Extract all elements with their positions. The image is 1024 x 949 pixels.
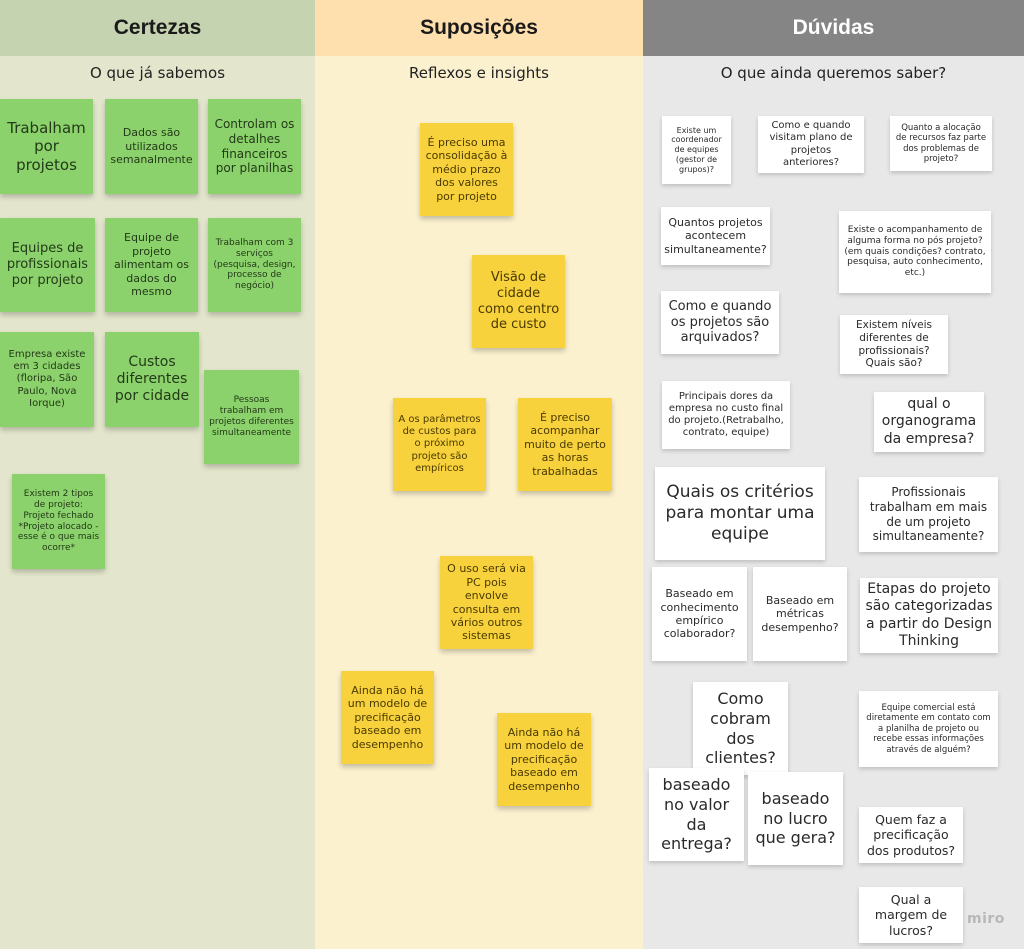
sticky-note[interactable]: Custos diferentes por cidade [105, 332, 199, 427]
sticky-note[interactable]: Controlam os detalhes financeiros por pl… [208, 99, 301, 194]
sticky-note[interactable]: Principais dores da empresa no custo fin… [662, 381, 790, 449]
sticky-note[interactable]: baseado no valor da entrega? [649, 768, 744, 861]
sticky-note[interactable]: Existem 2 tipos de projeto: Projeto fech… [12, 474, 105, 569]
column-title-certezas: Certezas [0, 0, 315, 56]
sticky-note[interactable]: Visão de cidade como centro de custo [472, 255, 565, 348]
sticky-note[interactable]: Existe um coordenador de equipes (gestor… [662, 116, 731, 184]
sticky-note[interactable]: baseado no lucro que gera? [748, 772, 843, 865]
sticky-note[interactable]: Profissionais trabalham em mais de um pr… [859, 477, 998, 552]
column-title-duvidas: Dúvidas [643, 0, 1024, 56]
sticky-note[interactable]: Existem níveis diferentes de profissiona… [840, 315, 948, 374]
column-subtitle-suposicoes: Reflexos e insights [409, 64, 549, 82]
sticky-note[interactable]: Equipe comercial está diretamente em con… [859, 691, 998, 767]
column-title-suposicoes: Suposições [315, 0, 643, 56]
sticky-note[interactable]: Como cobram dos clientes? [693, 682, 788, 775]
sticky-note[interactable]: Quantos projetos acontecem simultaneamen… [661, 207, 770, 265]
sticky-note[interactable]: Trabalham por projetos [0, 99, 93, 194]
sticky-note[interactable]: Quem faz a precificação dos produtos? [859, 807, 963, 863]
sticky-note[interactable]: Quais os critérios para montar uma equip… [655, 467, 825, 560]
sticky-note[interactable]: Empresa existe em 3 cidades (floripa, Sã… [0, 332, 94, 427]
sticky-note[interactable]: Como e quando visitam plano de projetos … [758, 116, 864, 173]
sticky-note[interactable]: Pessoas trabalham em projetos diferentes… [204, 370, 299, 464]
sticky-note[interactable]: Equipes de profissionais por projeto [0, 218, 95, 312]
sticky-note[interactable]: Qual a margem de lucros? [859, 887, 963, 943]
sticky-note[interactable]: Ainda não há um modelo de precificação b… [341, 671, 434, 764]
sticky-note[interactable]: A os parâmetros de custos para o próximo… [393, 398, 486, 491]
sticky-note[interactable]: Etapas do projeto são categorizadas a pa… [860, 578, 998, 653]
sticky-note[interactable]: Baseado em conhecimento empírico colabor… [652, 567, 747, 661]
column-subtitle-duvidas: O que ainda queremos saber? [720, 64, 947, 82]
sticky-note[interactable]: Baseado em métricas desempenho? [753, 567, 847, 661]
sticky-note[interactable]: É preciso uma consolidação à médio prazo… [420, 123, 513, 216]
sticky-note[interactable]: Equipe de projeto alimentam os dados do … [105, 218, 198, 312]
sticky-note[interactable]: Quanto a alocação de recursos faz parte … [890, 116, 992, 171]
sticky-note[interactable]: Trabalham com 3 serviços (pesquisa, desi… [208, 218, 301, 312]
sticky-note[interactable]: Dados são utilizados semanalmente [105, 99, 198, 194]
sticky-note[interactable]: qual o organograma da empresa? [874, 392, 984, 452]
sticky-note[interactable]: Ainda não há um modelo de precificação b… [497, 713, 591, 806]
sticky-note[interactable]: Existe o acompanhamento de alguma forma … [839, 211, 991, 293]
sticky-note[interactable]: O uso será via PC pois envolve consulta … [440, 556, 533, 649]
sticky-note[interactable]: Como e quando os projetos são arquivados… [661, 291, 779, 354]
column-subtitle-certezas: O que já sabemos [89, 64, 226, 82]
miro-logo: miro [967, 911, 1005, 927]
sticky-note[interactable]: É preciso acompanhar muito de perto as h… [518, 398, 612, 491]
